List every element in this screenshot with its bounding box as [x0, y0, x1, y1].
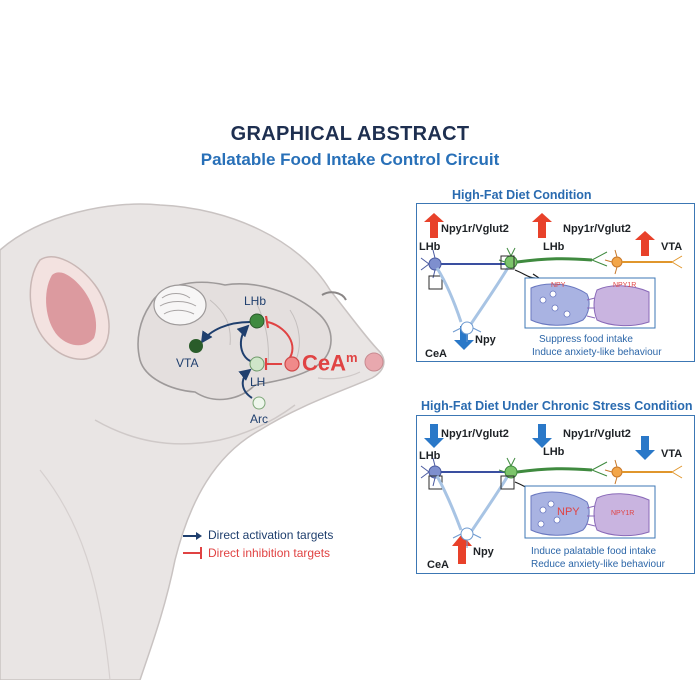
panel-1-circuit: [420, 213, 683, 350]
panel-1-npy-down-arrow: [454, 326, 474, 350]
panel-1-neuron-lhb-mid: [498, 247, 608, 283]
panel-1-lhb-left-up-arrow: [424, 213, 444, 238]
panel-1-vta-up-arrow: [635, 231, 655, 256]
panel-1-vta: VTA: [661, 241, 683, 253]
panel-2-vta-down-arrow: [635, 436, 655, 460]
node-lh: [249, 356, 265, 372]
panel-2-caption-1: Induce palatable food intake: [531, 546, 657, 557]
panel-2-npy: Npy: [473, 546, 494, 558]
node-lhb: [249, 313, 265, 329]
panel-1-neuron-lhb-left: [420, 249, 505, 290]
node-cea: [284, 356, 300, 372]
panel-2-caption-2: Reduce anxiety-like behaviour: [531, 559, 665, 570]
cerebellum-shape: [153, 284, 207, 326]
panel-2-neuron-lhb-left: [420, 457, 505, 490]
panel-2-npy1r-right: Npy1r/Vglut2: [563, 428, 631, 440]
panel-1-inset-npy: NPY: [551, 282, 566, 289]
panel-1-title: High-Fat Diet Condition: [452, 188, 592, 202]
panel-1-npy: Npy: [475, 334, 496, 346]
panel-1-synapse-inset: [524, 277, 656, 329]
cea-inhibits-lhb: [267, 321, 294, 363]
panel-1-neuron-cea: [435, 265, 511, 342]
label-lhb: LHb: [244, 294, 267, 308]
arc-to-lh-arrow: [238, 368, 253, 399]
panel-1-caption-2: Induce anxiety-like behaviour: [532, 347, 662, 358]
panel-1-inset-npy1r: NPY1R: [613, 282, 637, 289]
panel-2-neuron-vta: [604, 459, 683, 485]
panel-1-neuron-vta: [604, 249, 683, 275]
panel-1-lhb-left: LHb: [419, 241, 441, 253]
legend-activation-label: Direct activation targets: [208, 528, 334, 542]
panel-2-title: High-Fat Diet Under Chronic Stress Condi…: [421, 399, 693, 413]
panel-2-lhb-mid-down-arrow: [532, 424, 552, 448]
panel-2-cea: CeA: [427, 559, 450, 571]
panel-2-neuron-cea: [435, 473, 511, 548]
panel-1-cea: CeA: [425, 348, 448, 360]
brain-circuit: [189, 313, 300, 410]
panel-2-inset-npy1r: NPY1R: [611, 510, 635, 517]
panel-2: Npy1r/Vglut2 Npy1r/Vglut2 LHb LHb VTA Ce…: [416, 415, 695, 574]
mouse-head-illustration: [0, 203, 385, 680]
activation-arrow-icon: [183, 532, 202, 540]
panel-2-circuit: [420, 424, 683, 564]
panel-2-vta: VTA: [661, 448, 683, 460]
panel-1: Npy1r/Vglut2 Npy1r/Vglut2 LHb LHb VTA Ce…: [416, 203, 695, 362]
panel-1-npy1r-left: Npy1r/Vglut2: [441, 223, 509, 235]
panel-2-lhb-mid: LHb: [543, 446, 565, 458]
label-cea-sup: m: [346, 350, 358, 365]
node-arc: [252, 396, 266, 410]
label-arc: Arc: [250, 412, 268, 426]
panel-2-inset-npy: NPY: [557, 506, 580, 518]
panel-1-npy1r-right: Npy1r/Vglut2: [563, 223, 631, 235]
panel-1-lhb-mid-up-arrow: [532, 213, 552, 238]
legend-inhibition-label: Direct inhibition targets: [208, 546, 331, 560]
label-cea: CeAm: [302, 350, 358, 376]
panel-2-lhb-left-down-arrow: [424, 424, 444, 448]
lhb-to-vta-arrow: [200, 321, 251, 344]
panel-2-npy1r-left: Npy1r/Vglut2: [441, 428, 509, 440]
panel-1-lhb-mid: LHb: [543, 241, 565, 253]
label-lh: LH: [250, 375, 266, 389]
label-vta: VTA: [176, 356, 199, 370]
node-vta: [189, 339, 203, 353]
page-title: GRAPHICAL ABSTRACT: [230, 123, 470, 145]
lh-to-lhb-arrow: [236, 324, 255, 363]
label-cea-main: CeA: [302, 350, 347, 376]
panel-2-lhb-left: LHb: [419, 450, 441, 462]
inhibition-bar-icon: [183, 547, 202, 559]
page-subtitle: Palatable Food Intake Control Circuit: [200, 150, 500, 169]
panel-2-synapse-inset: [524, 485, 656, 539]
panel-1-caption-1: Suppress food intake: [539, 334, 633, 345]
legend: Direct activation targets Direct inhibit…: [180, 528, 380, 568]
